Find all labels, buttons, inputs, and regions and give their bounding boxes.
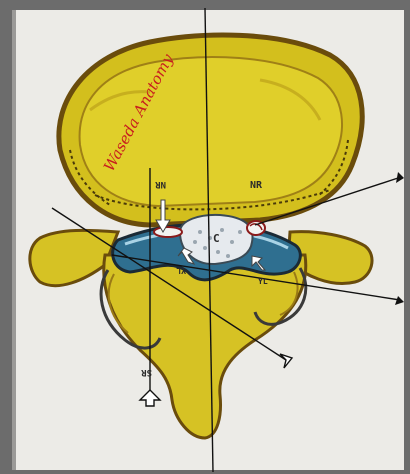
label-nr-right: NR (250, 180, 263, 191)
label-yl-right: YL (258, 277, 268, 286)
left-nerve-root (154, 227, 182, 237)
label-center: C (213, 232, 220, 245)
paper-shadow-left (12, 10, 16, 470)
label-nr-left: NR (155, 179, 166, 189)
label-bottom-code: SR (141, 367, 152, 377)
label-yl-left: YL (176, 266, 186, 275)
vertebral-body (59, 35, 362, 225)
